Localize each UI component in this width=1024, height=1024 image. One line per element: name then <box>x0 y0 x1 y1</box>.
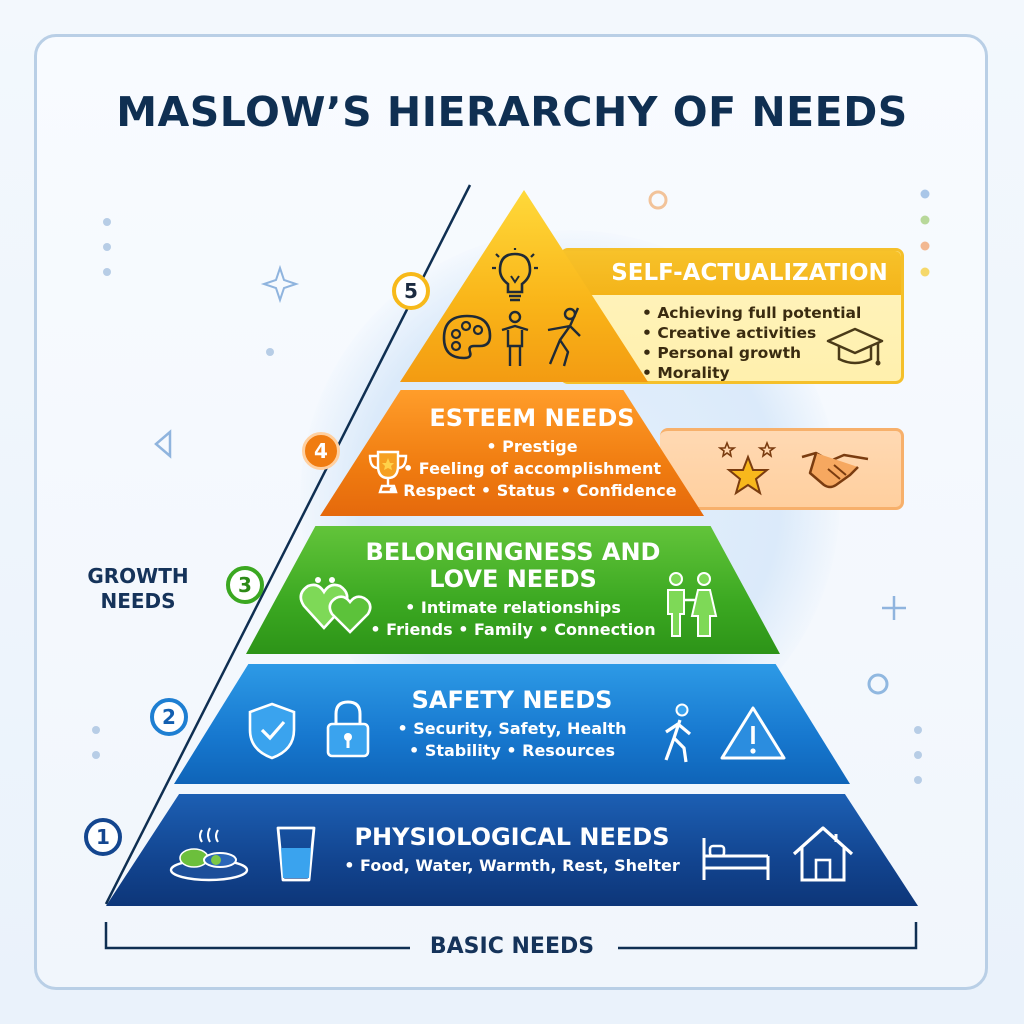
list-item: Personal growth <box>642 343 901 363</box>
belonging-line: • Intimate relationships <box>405 598 621 617</box>
level-4-badge: 4 <box>302 432 340 470</box>
list-item: Creative activities <box>642 323 901 343</box>
basic-bracket-left <box>104 922 410 950</box>
graduation-cap-icon <box>826 327 884 366</box>
list-item: Achieving full potential <box>642 303 901 323</box>
esteem-line: • Respect • Status • Confidence <box>387 480 677 500</box>
level-3-badge: 3 <box>226 566 264 604</box>
food-plate-icon <box>169 827 249 882</box>
esteem-side-panel <box>660 428 904 510</box>
level-2-badge: 2 <box>150 698 188 736</box>
handshake-icon <box>801 451 869 489</box>
padlock-icon <box>326 700 370 758</box>
self-actualization-title: SELF-ACTUALIZATION <box>560 251 901 295</box>
bed-icon <box>702 838 770 880</box>
level-1-badge: 1 <box>84 818 122 856</box>
tier-belonging: BELONGINGNESS AND LOVE NEEDS • Intimate … <box>246 526 780 654</box>
safety-title: SAFETY NEEDS <box>411 685 613 714</box>
page-title: MASLOW’S HIERARCHY OF NEEDS <box>116 88 908 136</box>
house-icon <box>792 826 854 882</box>
belonging-title-line1: BELONGINGNESS AND <box>365 538 661 566</box>
growth-needs-label: GROWTH NEEDS <box>78 564 198 614</box>
stars-icon <box>718 440 777 496</box>
belonging-title-line2: LOVE NEEDS <box>429 565 597 593</box>
decor-dots <box>92 218 922 784</box>
growth-label-line1: GROWTH <box>87 564 189 588</box>
hearts-icon <box>299 577 372 634</box>
esteem-title: ESTEEM NEEDS <box>429 403 635 432</box>
belonging-line: • Friends • Family • Connection <box>370 620 656 639</box>
trophy-icon <box>368 450 408 494</box>
couple-icon <box>667 572 718 637</box>
shield-check-icon <box>248 702 296 760</box>
palette-icon <box>442 314 492 360</box>
tier-physiological: PHYSIOLOGICAL NEEDS • Food, Water, Warmt… <box>106 794 918 906</box>
basic-bracket-right <box>618 922 918 950</box>
physiological-title: PHYSIOLOGICAL NEEDS <box>354 822 670 851</box>
safety-line: • Stability • Resources <box>409 740 615 760</box>
dancing-person-icon <box>547 307 581 367</box>
esteem-line: • Prestige <box>486 436 578 456</box>
level-5-badge: 5 <box>392 272 430 310</box>
basic-needs-label: BASIC NEEDS <box>429 934 595 959</box>
physiological-line: • Food, Water, Warmth, Rest, Shelter <box>344 855 680 875</box>
esteem-line: • Feeling of accomplishment <box>402 458 661 478</box>
list-item: Morality <box>642 363 901 383</box>
warning-icon <box>720 706 786 760</box>
lightbulb-icon <box>492 248 538 302</box>
walking-person-icon <box>664 703 692 763</box>
growth-label-line2: NEEDS <box>100 589 176 613</box>
water-glass-icon <box>276 826 316 882</box>
self-actualization-list: Achieving full potential Creative activi… <box>642 303 901 383</box>
person-icon <box>501 310 529 366</box>
safety-line: • Security, Safety, Health <box>397 718 627 738</box>
